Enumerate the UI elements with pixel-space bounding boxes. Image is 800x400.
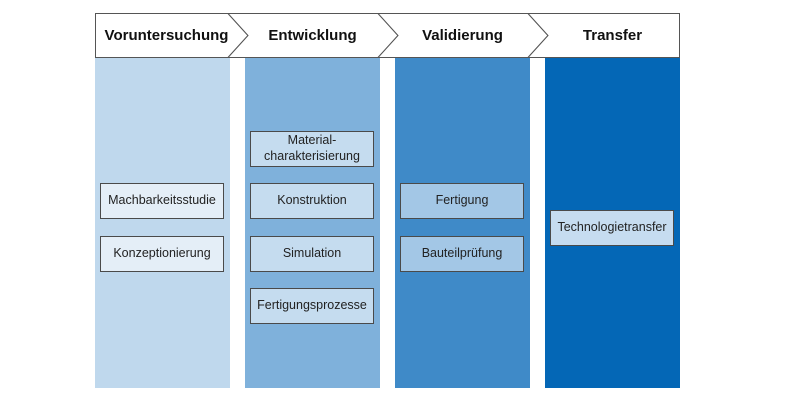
box-konstruktion: Konstruktion <box>250 183 374 219</box>
box-bauteilpruefung: Bauteilprüfung <box>400 236 524 272</box>
phase-label-voruntersuchung: Voruntersuchung <box>104 27 229 44</box>
box-technologietransfer: Technologietransfer <box>550 210 674 246</box>
phase-label-entwicklung: Entwicklung <box>268 27 357 44</box>
column-voruntersuchung: Machbarkeitsstudie Konzeptionierung <box>95 58 230 388</box>
phase-arrow-shapes <box>95 13 680 58</box>
column-validierung: Fertigung Bauteilprüfung <box>395 58 530 388</box>
box-fertigungsprozesse: Fertigungsprozesse <box>250 288 374 324</box>
phase-arrow-4 <box>526 13 680 58</box>
phase-label-validierung: Validierung <box>422 27 503 44</box>
box-materialcharakterisierung: Material- charakterisierung <box>250 131 374 167</box>
phase-header: Voruntersuchung Entwicklung Validierung … <box>95 13 680 58</box>
column-transfer: Technologietransfer <box>545 58 680 388</box>
box-simulation: Simulation <box>250 236 374 272</box>
box-fertigung: Fertigung <box>400 183 524 219</box>
phase-label-transfer: Transfer <box>582 27 643 44</box>
column-entwicklung: Material- charakterisierung Konstruktion… <box>245 58 380 388</box>
box-machbarkeitsstudie: Machbarkeitsstudie <box>100 183 224 219</box>
box-konzeptionierung: Konzeptionierung <box>100 236 224 272</box>
